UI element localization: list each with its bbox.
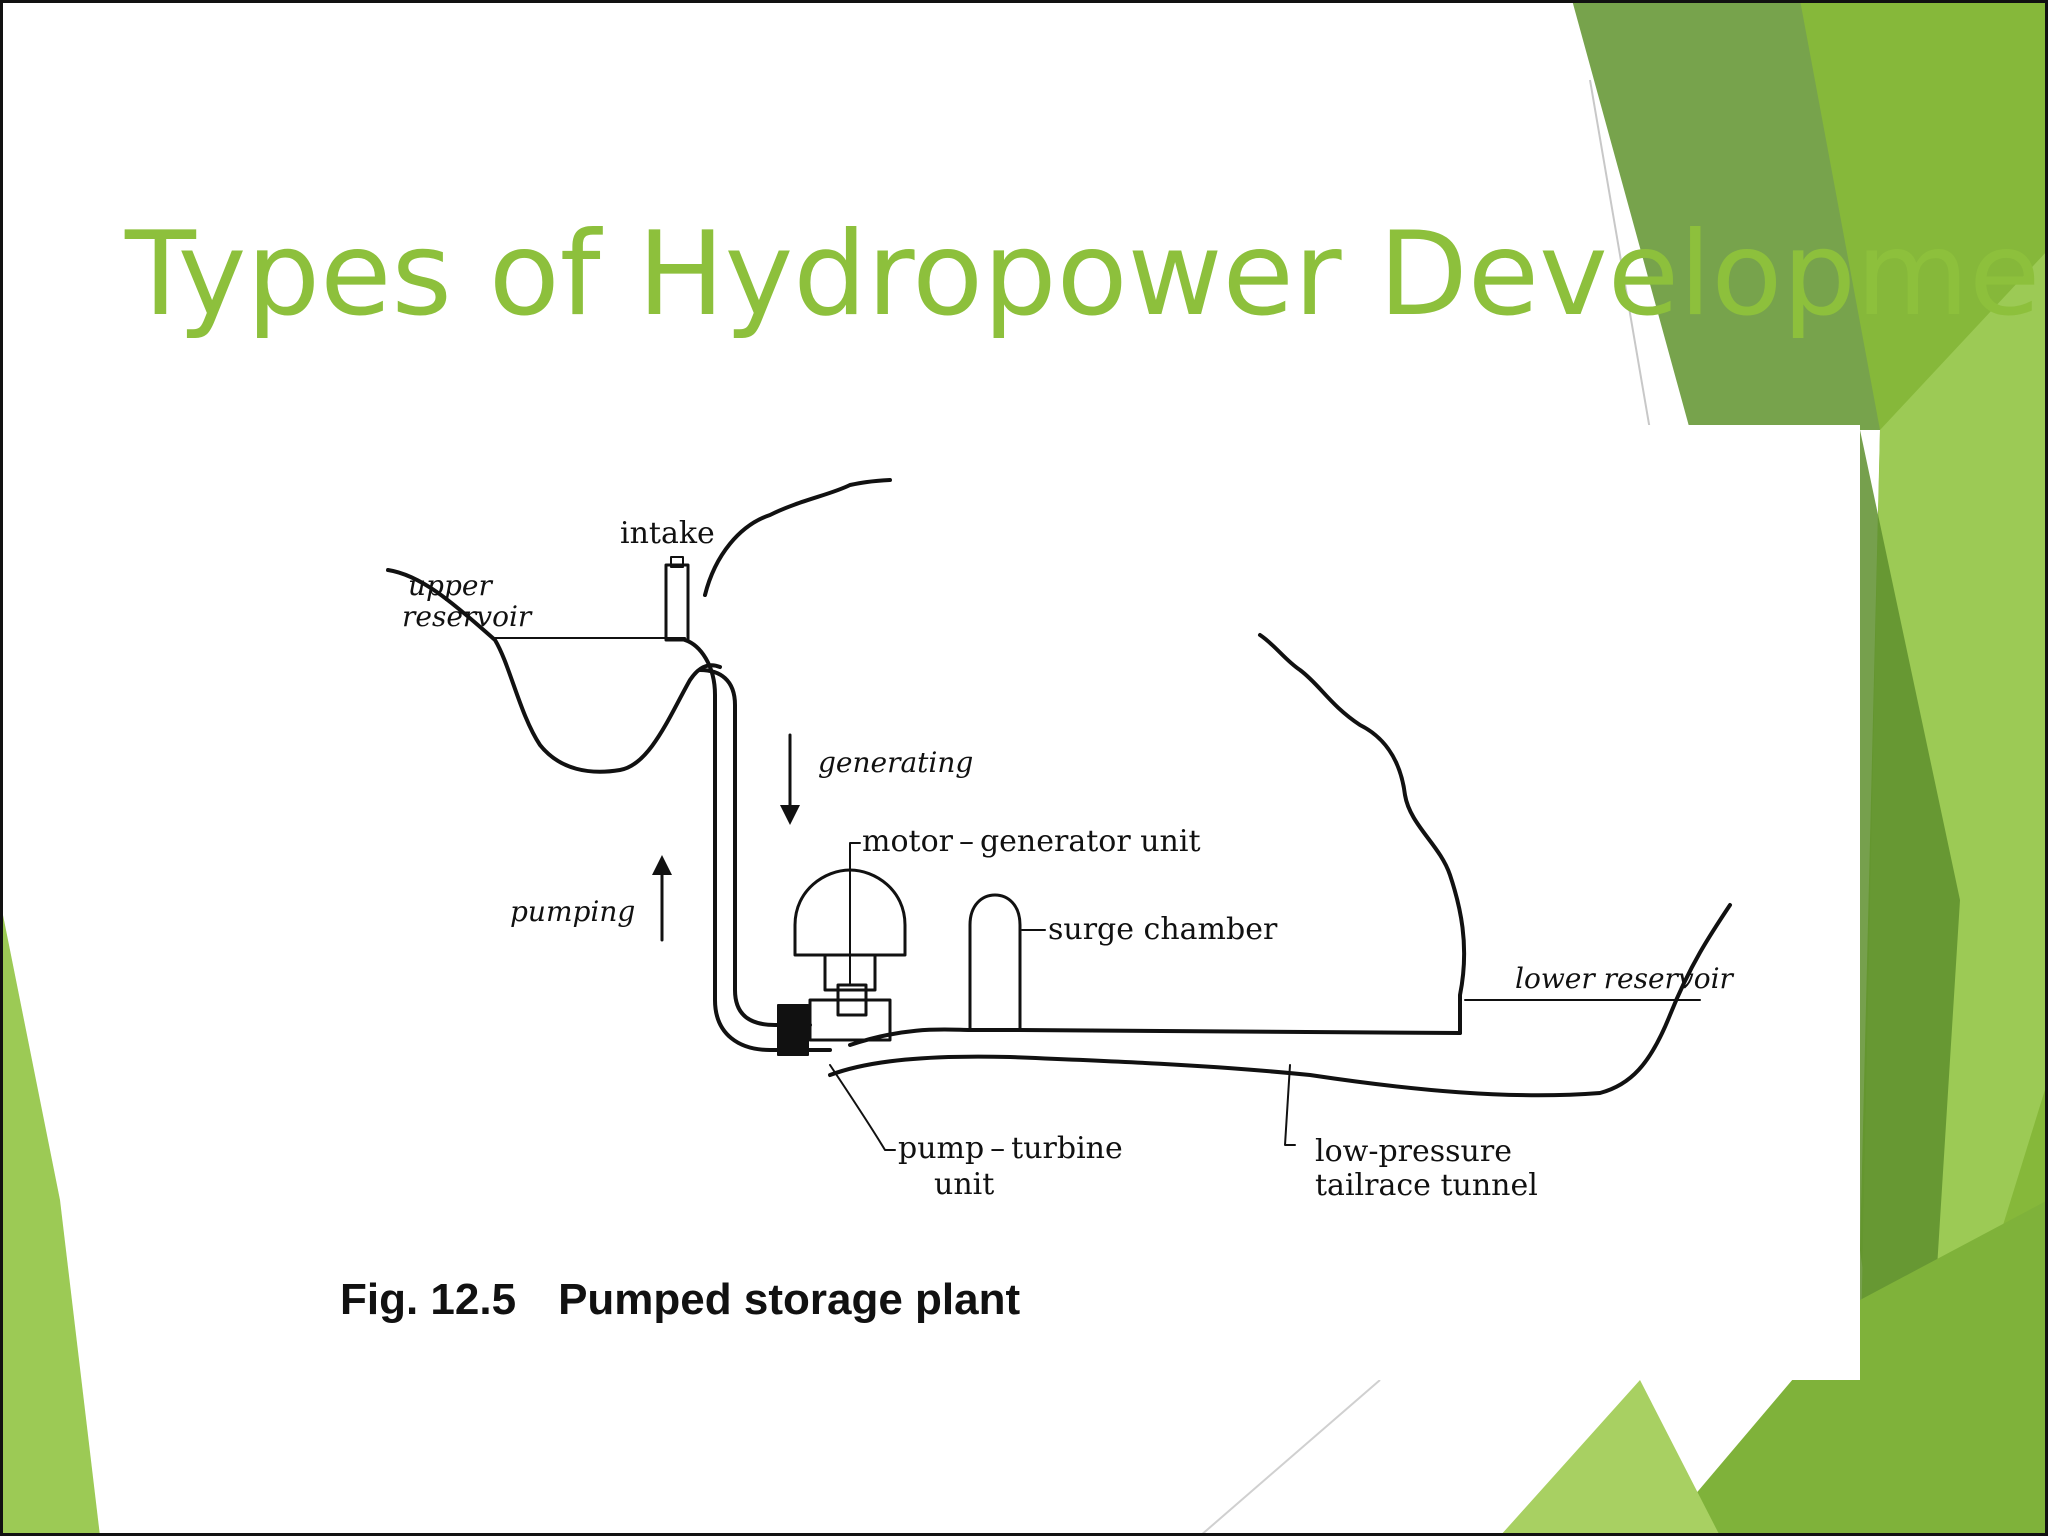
tailrace-label-line1: low-pressure: [1315, 1134, 1512, 1169]
pump-turbine-block: [777, 1004, 809, 1056]
lower-terrain: [1258, 633, 1467, 1035]
pump-turbine-label-line2: unit: [934, 1167, 994, 1202]
figure-caption: Fig. 12.5 Pumped storage plant: [340, 1275, 1020, 1325]
slide-title: Types of Hydropower Development: [125, 207, 2048, 342]
upper-terrain-right: [703, 478, 892, 597]
intake-label: intake: [620, 516, 715, 551]
upper-terrain-left: [386, 568, 722, 774]
tailrace-label-line2: tailrace tunnel: [1315, 1168, 1538, 1203]
pumped-storage-diagram: intake upper reservoir generating pumpin…: [386, 478, 1735, 1203]
pump-turbine-label-line1: pump – turbine: [898, 1131, 1123, 1166]
figure-caption-text: Pumped storage plant: [558, 1275, 1021, 1324]
tailrace-tunnel-top: [848, 1027, 1462, 1047]
penstock-inner: [698, 668, 812, 1027]
figure-number: Fig. 12.5: [340, 1275, 517, 1324]
tailrace-tunnel-bottom: [828, 903, 1732, 1098]
penstock-outer: [683, 638, 832, 1052]
motor-generator-label: motor – generator unit: [862, 824, 1201, 859]
upper-reservoir-label-line1: upper: [408, 569, 493, 602]
pumped-storage-figure: intake upper reservoir generating pumpin…: [210, 425, 1860, 1380]
upper-reservoir-label-line2: reservoir: [402, 600, 533, 633]
pumping-label: pumping: [510, 895, 635, 928]
lower-reservoir-label: lower reservoir: [1515, 962, 1735, 995]
surge-chamber-label: surge chamber: [1048, 912, 1278, 947]
generating-label: generating: [818, 746, 973, 779]
intake-tower: [664, 563, 690, 642]
surge-chamber: [968, 893, 1022, 1032]
